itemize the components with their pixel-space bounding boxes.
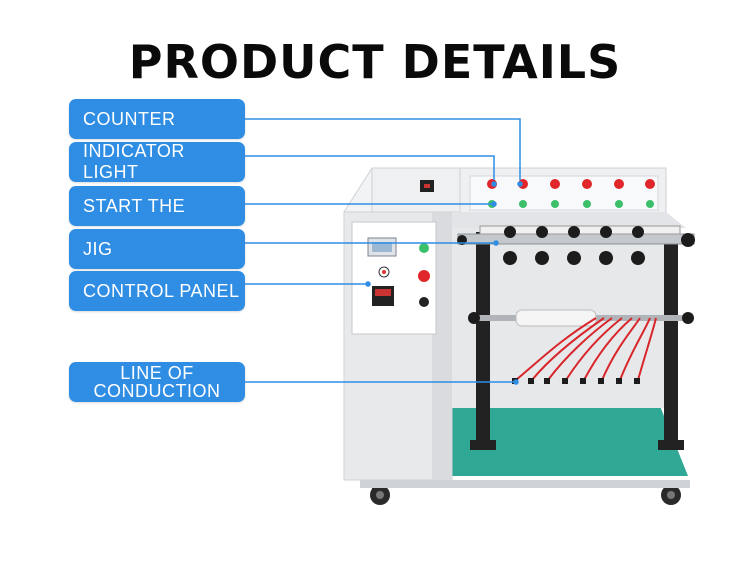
- line-of-conduction-label: LINE OF CONDUCTION: [69, 362, 245, 402]
- line-of-conduction-label-line1: LINE OF: [120, 363, 194, 383]
- indicator-panel: [452, 167, 686, 228]
- control-panel-label-text: CONTROL PANEL: [83, 280, 240, 301]
- counter-label-text: COUNTER: [83, 108, 176, 129]
- indicator-light-label: INDICATOR LIGHT: [69, 141, 245, 182]
- page-title: PRODUCT DETAILS: [128, 35, 622, 89]
- start-label: START THE: [69, 186, 245, 226]
- lower-rod: [468, 309, 694, 327]
- leader-lines: [245, 118, 523, 385]
- line-of-conduction-label-line2: CONDUCTION: [93, 381, 221, 401]
- control-cabinet: [343, 167, 461, 481]
- base-frame: [360, 480, 690, 488]
- start-label-text: START THE: [83, 195, 186, 216]
- base-plate: [452, 406, 688, 476]
- jig-label: JIG: [69, 229, 245, 269]
- counter-label: COUNTER: [69, 99, 245, 139]
- jig-label-text: JIG: [83, 238, 113, 259]
- control-panel-label: CONTROL PANEL: [69, 271, 245, 311]
- indicator-light-label-text: INDICATOR LIGHT: [83, 141, 185, 182]
- conduction-wires: [515, 317, 657, 381]
- jig-bar: [457, 225, 695, 265]
